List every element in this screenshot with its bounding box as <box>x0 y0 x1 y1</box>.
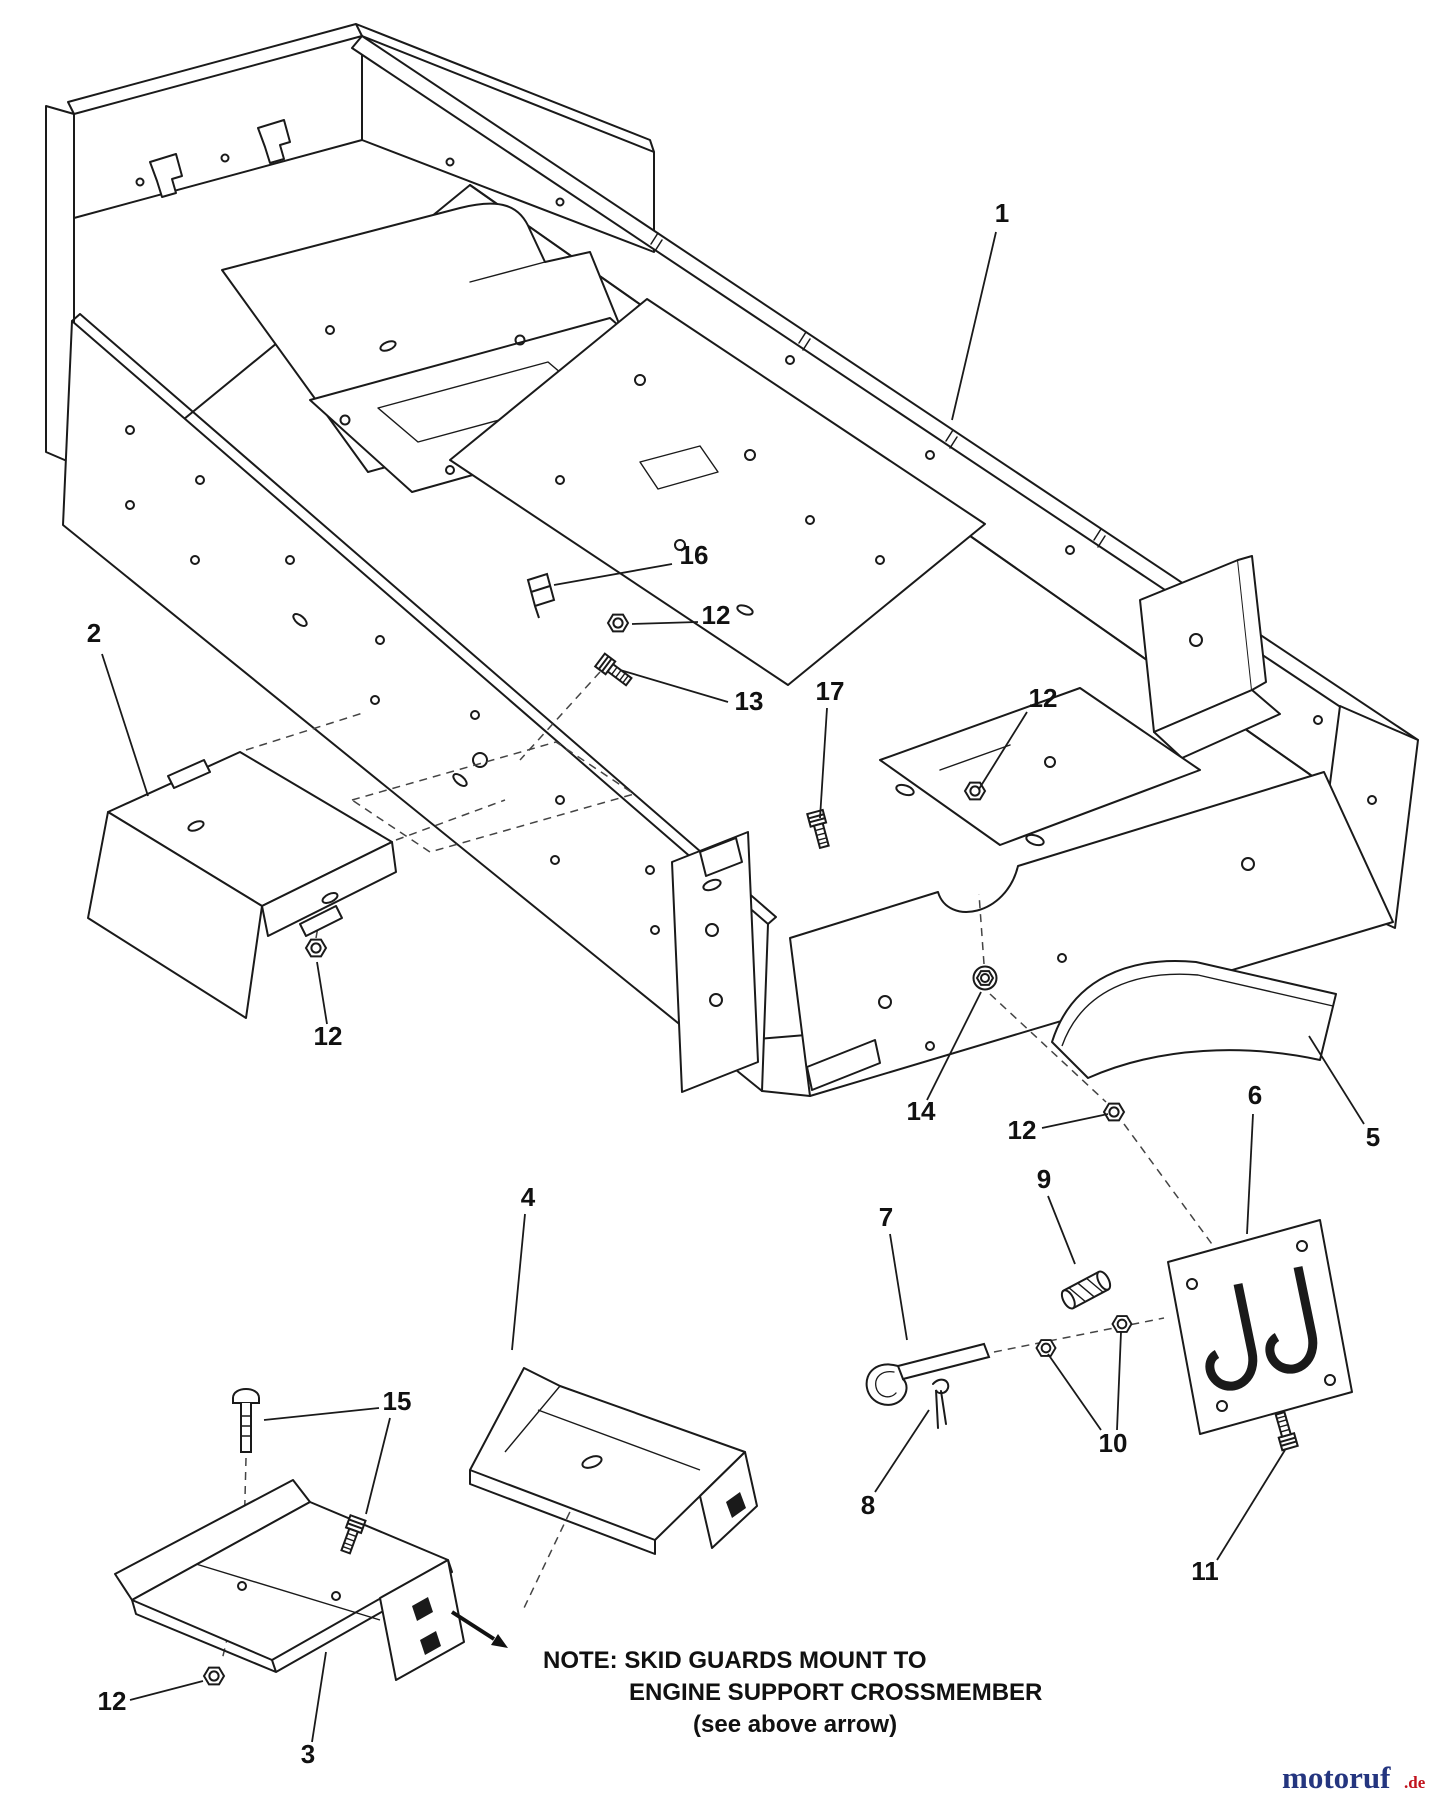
callout-label-15: 15 <box>383 1386 412 1416</box>
leader-1 <box>951 231 997 421</box>
part-5-curved-guard <box>1051 960 1337 1079</box>
callout-label-12-e: 12 <box>314 1021 343 1051</box>
leader-12c <box>1041 1113 1109 1129</box>
callout-label-3: 3 <box>301 1739 315 1769</box>
callout-leader-lines <box>101 231 1365 1743</box>
part-12-nut <box>203 1666 225 1686</box>
part-8-cotter-clip <box>932 1378 950 1429</box>
leader-2 <box>101 653 149 797</box>
leader-6 <box>1246 1113 1254 1235</box>
frame-assembly <box>45 23 1419 1097</box>
callout-label-12-d: 12 <box>98 1686 127 1716</box>
callout-label-4: 4 <box>521 1182 536 1212</box>
leader-15 <box>263 1407 391 1515</box>
frame-center-plate <box>449 298 986 686</box>
callout-label-1: 1 <box>995 198 1009 228</box>
part-6-hitch-plate <box>1167 1219 1353 1435</box>
callout-label-11: 11 <box>1191 1556 1219 1586</box>
part-12-nut <box>607 613 629 633</box>
note-arrow <box>450 1610 508 1648</box>
leader-12b <box>978 711 1028 790</box>
callout-label-2: 2 <box>87 618 101 648</box>
leader-12e <box>316 961 328 1025</box>
part-7-hitch-pin <box>865 1342 991 1406</box>
callout-label-13: 13 <box>735 686 764 716</box>
frame-floor-slots <box>895 783 1045 847</box>
part-12-nut <box>305 938 327 958</box>
frame-lower-plate <box>879 687 1201 846</box>
leader-12a <box>631 621 699 625</box>
frame-rear-wall <box>45 23 655 465</box>
leader-14 <box>926 991 982 1101</box>
leader-12d <box>129 1680 204 1701</box>
leader-5 <box>1308 1035 1365 1125</box>
callout-label-8: 8 <box>861 1490 875 1520</box>
callout-labels: 1 2 16 12 13 17 12 12 14 12 5 6 9 7 10 8… <box>87 198 1380 1769</box>
leader-10 <box>1047 1331 1122 1431</box>
rear-wall-clip <box>149 153 183 198</box>
note-line-2: ENGINE SUPPORT CROSSMEMBER <box>629 1679 1042 1706</box>
callout-label-5: 5 <box>1366 1122 1380 1152</box>
leader-7 <box>889 1233 908 1341</box>
callout-label-9: 9 <box>1037 1164 1051 1194</box>
leader-13 <box>619 669 729 703</box>
callout-label-17: 17 <box>816 676 845 706</box>
part-15-bolts <box>232 1388 260 1453</box>
leader-9 <box>1047 1195 1076 1265</box>
callout-label-14: 14 <box>907 1096 936 1126</box>
note-line-1: NOTE: SKID GUARDS MOUNT TO <box>543 1647 927 1674</box>
callout-label-12-a: 12 <box>702 600 731 630</box>
part-4-skid-guard <box>469 1367 758 1555</box>
leader-16 <box>553 563 673 586</box>
watermark-motoruf: motoruf .de <box>1282 1760 1426 1795</box>
part-10-nut <box>1111 1315 1133 1333</box>
callout-label-16: 16 <box>680 540 709 570</box>
part-16-clip <box>526 572 556 619</box>
part-10-nut <box>1035 1339 1057 1357</box>
part-9-spring <box>1060 1270 1112 1310</box>
frame-rear-plate <box>789 771 1394 1097</box>
callout-label-12-b: 12 <box>1029 683 1058 713</box>
watermark-tld: .de <box>1404 1773 1426 1792</box>
part-2-guard <box>87 751 397 1019</box>
part-12-nut <box>1103 1102 1125 1122</box>
frame-bottom-rail <box>761 1090 811 1097</box>
leader-3 <box>311 1651 327 1743</box>
part-3-skid-guard <box>114 1479 465 1681</box>
frame-right-bracket <box>1139 555 1281 759</box>
callout-label-7: 7 <box>879 1202 893 1232</box>
note-text: NOTE: SKID GUARDS MOUNT TO ENGINE SUPPOR… <box>543 1647 1042 1738</box>
leader-11 <box>1216 1449 1286 1561</box>
watermark-name: motoruf <box>1282 1760 1391 1795</box>
leader-17 <box>819 707 828 819</box>
callout-label-12-c: 12 <box>1008 1115 1037 1145</box>
frame-front-channel <box>671 831 759 1093</box>
callout-label-6: 6 <box>1248 1080 1262 1110</box>
leader-4 <box>511 1213 526 1351</box>
rear-wall-clip <box>257 119 291 164</box>
note-line-3: (see above arrow) <box>693 1711 897 1738</box>
callout-label-10: 10 <box>1099 1428 1128 1458</box>
part-14-flange-nut <box>972 965 998 991</box>
hitch-hook-left <box>1205 1283 1258 1391</box>
hitch-hook-right <box>1265 1266 1318 1374</box>
leader-8 <box>874 1409 930 1493</box>
